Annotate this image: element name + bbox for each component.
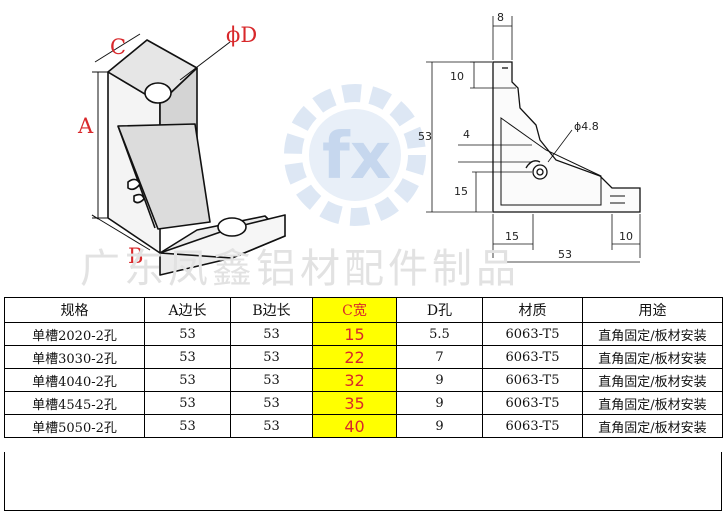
cell-d: 5.5 <box>396 322 483 346</box>
table-row: 单槽4040-2孔 53 53 32 9 6063-T5 直角固定/板材安装 <box>4 368 723 392</box>
cell-material: 6063-T5 <box>482 345 583 369</box>
cell-b: 53 <box>230 391 313 415</box>
dim-total-height: 53 <box>418 130 432 143</box>
cell-a: 53 <box>144 391 231 415</box>
cell-material: 6063-T5 <box>482 414 583 438</box>
cell-c: 32 <box>312 368 397 392</box>
cell-d: 7 <box>396 345 483 369</box>
watermark-company: 广东凤鑫铝材配件制品 <box>80 246 520 292</box>
cell-c: 15 <box>312 322 397 346</box>
empty-notes-area <box>4 452 722 511</box>
col-header-spec: 规格 <box>4 297 145 323</box>
col-header-material: 材质 <box>482 297 583 323</box>
cell-usage: 直角固定/板材安装 <box>582 322 723 346</box>
dim-right-width: 10 <box>619 230 633 243</box>
cell-b: 53 <box>230 368 313 392</box>
cell-d: 9 <box>396 414 483 438</box>
cell-usage: 直角固定/板材安装 <box>582 391 723 415</box>
cell-material: 6063-T5 <box>482 391 583 415</box>
table-row: 单槽4545-2孔 53 53 35 9 6063-T5 直角固定/板材安装 <box>4 391 723 415</box>
cell-b: 53 <box>230 414 313 438</box>
cell-c: 22 <box>312 345 397 369</box>
cell-d: 9 <box>396 368 483 392</box>
dim-lower-offset: 15 <box>454 185 468 198</box>
cell-spec: 单槽5050-2孔 <box>4 414 145 438</box>
cell-spec: 单槽4545-2孔 <box>4 391 145 415</box>
cell-spec: 单槽3030-2孔 <box>4 345 145 369</box>
cell-material: 6063-T5 <box>482 322 583 346</box>
label-d: ϕD <box>226 23 257 47</box>
cell-a: 53 <box>144 414 231 438</box>
dim-left-width: 15 <box>505 230 519 243</box>
cell-b: 53 <box>230 322 313 346</box>
cell-d: 9 <box>396 391 483 415</box>
col-header-c: C宽 <box>312 297 397 323</box>
gear-icon <box>284 84 426 226</box>
table-row: 单槽2020-2孔 53 53 15 5.5 6063-T5 直角固定/板材安装 <box>4 322 723 346</box>
cell-c: 35 <box>312 391 397 415</box>
orthographic-drawing: 8 10 53 4 ϕ4.8 15 15 10 53 <box>418 11 641 263</box>
label-b: B <box>128 244 143 268</box>
watermark-logo: fx <box>284 84 426 226</box>
watermark-logo-text: fx <box>322 120 391 194</box>
col-header-d: D孔 <box>396 297 483 323</box>
cell-material: 6063-T5 <box>482 368 583 392</box>
bracket-profile <box>492 61 641 213</box>
dim-total-width: 53 <box>558 248 572 261</box>
cell-usage: 直角固定/板材安装 <box>582 345 723 369</box>
cell-spec: 单槽2020-2孔 <box>4 322 145 346</box>
label-c: C <box>110 35 126 59</box>
cell-spec: 单槽4040-2孔 <box>4 368 145 392</box>
cell-a: 53 <box>144 322 231 346</box>
label-a: A <box>77 114 94 138</box>
cell-a: 53 <box>144 368 231 392</box>
cell-b: 53 <box>230 345 313 369</box>
web-rib <box>117 123 211 230</box>
cell-a: 53 <box>144 345 231 369</box>
col-header-b: B边长 <box>230 297 313 323</box>
col-header-a: A边长 <box>144 297 231 323</box>
profile-hole <box>532 164 548 180</box>
table-row: 单槽5050-2孔 53 53 40 9 6063-T5 直角固定/板材安装 <box>4 414 723 438</box>
dim-top-width: 8 <box>497 11 504 24</box>
col-header-usage: 用途 <box>582 297 723 323</box>
spec-table: 规格 A边长 B边长 C宽 D孔 材质 用途 单槽2020-2孔 53 53 1… <box>4 297 723 438</box>
cell-usage: 直角固定/板材安装 <box>582 414 723 438</box>
dim-hole-diameter: ϕ4.8 <box>574 120 599 133</box>
top-hole <box>144 82 172 104</box>
table-header-row: 规格 A边长 B边长 C宽 D孔 材质 用途 <box>4 297 723 323</box>
table-row: 单槽3030-2孔 53 53 22 7 6063-T5 直角固定/板材安装 <box>4 345 723 369</box>
cell-usage: 直角固定/板材安装 <box>582 368 723 392</box>
base-hole <box>217 217 247 237</box>
dim-top-height: 10 <box>450 70 464 83</box>
cell-c: 40 <box>312 414 397 438</box>
isometric-drawing: C ϕD A B <box>77 23 286 276</box>
dim-hole-offset: 4 <box>463 128 470 141</box>
